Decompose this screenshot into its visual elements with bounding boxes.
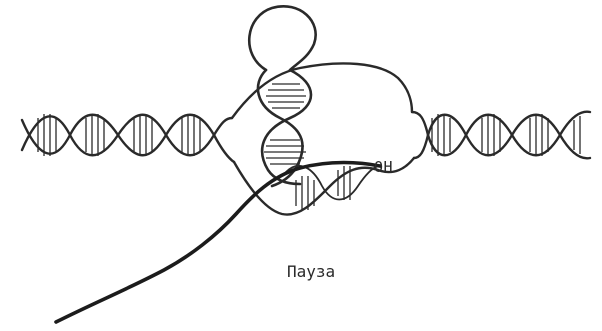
right-dna-helix xyxy=(412,112,590,159)
hairpin-top-loop xyxy=(249,6,315,70)
nascent-rna-chain xyxy=(56,163,380,323)
left-dna-helix xyxy=(22,114,234,162)
rna-hairpin xyxy=(249,6,315,186)
pause-caption: Пауза xyxy=(287,262,335,281)
right-helix-rungs xyxy=(432,114,580,156)
hairpin-stem-rungs xyxy=(264,84,306,164)
hydroxyl-end-label: ОН xyxy=(374,158,393,176)
